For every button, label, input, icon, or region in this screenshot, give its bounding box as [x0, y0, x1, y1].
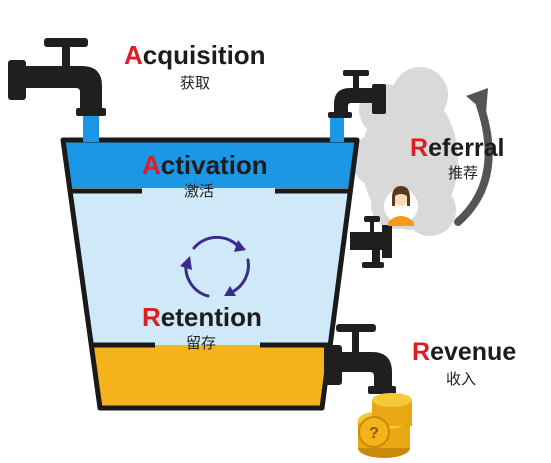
curved-arrow-icon [454, 88, 493, 226]
coin-stack-icon: ? [358, 393, 412, 458]
person-icon [384, 186, 418, 226]
retention-zh: 留存 [186, 334, 217, 352]
faucet-icon [8, 38, 106, 116]
cycle-arrows-icon [180, 235, 250, 298]
activation-zh: 激活 [184, 182, 215, 200]
water-stream [330, 112, 344, 142]
faucet-icon [328, 70, 386, 118]
bucket [60, 137, 360, 411]
faucet-icon [350, 216, 392, 268]
revenue-label: Revenue [412, 338, 517, 366]
activation-label: Activation [142, 150, 268, 180]
svg-text:?: ? [369, 425, 379, 442]
retention-label: Retention [142, 302, 262, 332]
faucet-icon [324, 324, 396, 394]
referral-zh: 推荐 [448, 164, 479, 182]
revenue-zh: 收入 [446, 370, 477, 388]
water-stream [83, 112, 99, 142]
acquisition-label: Acquisition [124, 40, 266, 70]
acquisition-zh: 获取 [180, 74, 211, 92]
referral-label: Referral [410, 134, 505, 162]
